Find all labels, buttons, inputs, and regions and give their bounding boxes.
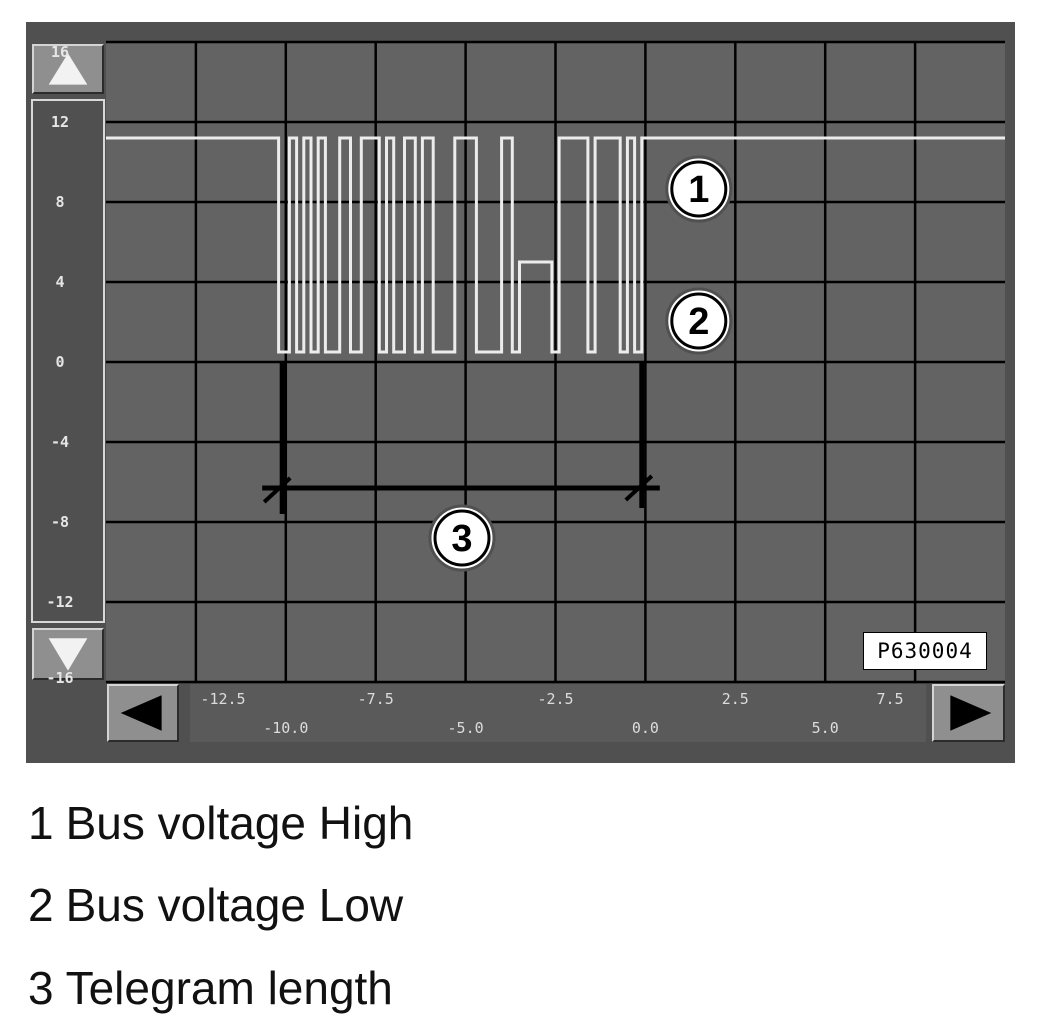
signal-trace-line <box>106 136 1005 354</box>
triangle-right-icon <box>950 695 992 731</box>
y-tick-label: 12 <box>50 113 70 131</box>
y-tick-label: 0 <box>55 353 65 371</box>
legend-text: Bus voltage High <box>65 797 414 849</box>
x-tick-label: -5.0 <box>447 719 484 737</box>
legend-number: 2 <box>28 879 54 931</box>
x-tick-label: 7.5 <box>876 690 904 708</box>
y-tick-label: -12 <box>46 593 74 611</box>
oscilloscope-chart: 123 <box>31 40 1005 742</box>
callout-number: 2 <box>688 301 709 343</box>
telegram-length-marker <box>262 362 660 514</box>
y-tick-label: 16 <box>50 43 70 61</box>
scroll-right-button[interactable] <box>932 684 1005 742</box>
grid <box>106 40 1005 684</box>
triangle-left-icon <box>120 695 162 731</box>
callout-number: 3 <box>451 518 472 560</box>
callouts: 1 2 3 <box>428 155 733 572</box>
telegram-tick-right <box>624 474 654 502</box>
y-tick-label: -4 <box>50 433 70 451</box>
triangle-down-icon <box>48 638 88 671</box>
scroll-down-button[interactable] <box>32 628 104 680</box>
y-tick-label: -16 <box>46 669 74 687</box>
legend-text: Bus voltage Low <box>65 879 404 931</box>
x-tick-label: -2.5 <box>537 690 574 708</box>
y-axis-panel <box>31 99 105 623</box>
callout-circle <box>433 509 491 567</box>
x-tick-label: -7.5 <box>357 690 394 708</box>
x-tick-label: -12.5 <box>200 690 246 708</box>
callout-circle <box>670 160 728 218</box>
x-tick-label: 0.0 <box>631 719 659 737</box>
callout-circle <box>670 292 728 350</box>
y-tick-label: -8 <box>50 513 70 531</box>
signal-trace <box>106 136 1005 354</box>
legend-number: 1 <box>28 797 54 849</box>
triangle-up-icon <box>48 53 88 85</box>
x-tick-label: 2.5 <box>721 690 749 708</box>
callout-number: 1 <box>688 169 709 211</box>
x-tick-label: -10.0 <box>263 719 309 737</box>
x-tick-label: 5.0 <box>811 719 839 737</box>
legend-number: 3 <box>28 962 54 1014</box>
image-code-label: P630004 <box>863 632 987 670</box>
y-tick-label: 4 <box>55 273 65 291</box>
scroll-left-button[interactable] <box>107 684 179 742</box>
telegram-tick-left <box>262 476 292 504</box>
y-tick-label: 8 <box>55 193 65 211</box>
legend-text: Telegram length <box>65 962 393 1014</box>
scroll-up-button[interactable] <box>32 44 104 94</box>
x-axis-panel <box>190 684 926 742</box>
